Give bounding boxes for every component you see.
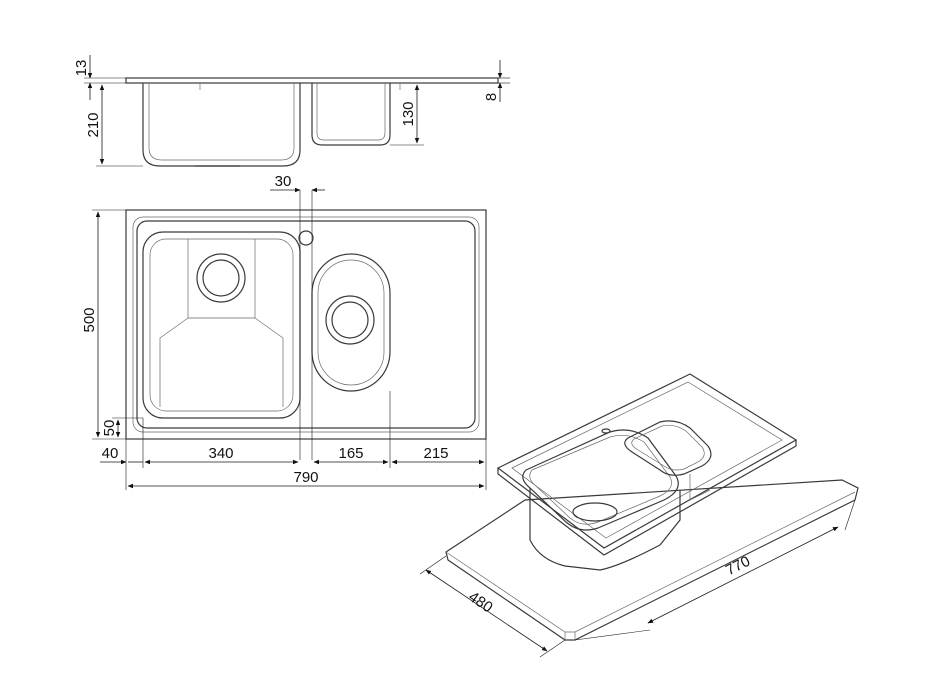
dimension-500-label: 500: [81, 307, 98, 332]
dimension-340-label: 340: [208, 445, 233, 462]
dimension-165-label: 165: [338, 445, 363, 462]
dimension-215: 215: [391, 439, 487, 490]
dimension-210-label: 210: [85, 112, 102, 137]
dimension-500: 500: [81, 209, 126, 440]
dimension-8-label: 8: [483, 93, 500, 101]
dimension-40: 40: [100, 418, 144, 490]
dimension-480-label: 480: [465, 588, 495, 616]
dimension-215-label: 215: [423, 445, 448, 462]
dimension-340: 340: [144, 445, 299, 465]
dimension-13-label: 13: [73, 60, 90, 77]
dimension-480: 480: [419, 555, 566, 658]
dimension-130: 130: [390, 84, 424, 146]
dimension-210: 210: [85, 84, 143, 167]
tap-hole-icon: [298, 230, 314, 246]
iso-tap-hole-icon: [601, 428, 611, 434]
dimension-40-label: 40: [102, 445, 119, 462]
dimension-130-label: 130: [400, 101, 417, 126]
dimension-30: 30: [270, 173, 325, 460]
isometric-view: [445, 373, 859, 641]
dimension-790: 790: [127, 469, 485, 489]
dimension-30-label: 30: [275, 173, 292, 190]
main-drain-icon: [196, 253, 246, 303]
dimension-165: 165: [313, 391, 391, 468]
iso-main-drain-icon: [572, 502, 618, 522]
dimension-790-label: 790: [293, 469, 318, 486]
dimension-50: 50: [101, 417, 143, 438]
dimension-13: 13: [73, 55, 126, 100]
side-view: [125, 77, 499, 167]
dimension-770-label: 770: [723, 553, 753, 580]
dimension-8: 8: [483, 60, 510, 102]
dimension-50-label: 50: [101, 420, 118, 437]
small-drain-icon: [325, 295, 375, 345]
plan-view: [125, 209, 487, 440]
